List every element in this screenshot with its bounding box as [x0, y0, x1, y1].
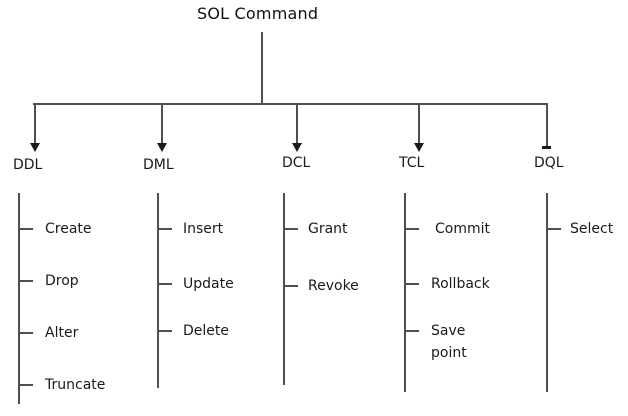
- tree-item-drop: Drop: [45, 273, 79, 289]
- item-tick: [19, 384, 33, 386]
- branch-bus-line: [33, 103, 548, 105]
- item-tick: [547, 228, 561, 230]
- tree-item-create: Create: [45, 221, 92, 237]
- branch-label-tcl: TCL: [399, 155, 425, 171]
- branch-stub-line-dql: [546, 105, 548, 147]
- item-tick: [19, 280, 33, 282]
- arrow-down-icon: [292, 143, 302, 152]
- list-line-ddl: [18, 193, 20, 404]
- tree-item-insert: Insert: [183, 221, 224, 237]
- item-tick: [405, 330, 419, 332]
- tree-item-alter: Alter: [45, 325, 79, 341]
- tree-item-update: Update: [183, 276, 234, 292]
- item-tick: [158, 330, 172, 332]
- item-tick: [284, 228, 298, 230]
- item-tick: [158, 283, 172, 285]
- trunk-line: [261, 32, 263, 104]
- branch-stub-line-tcl: [418, 105, 420, 144]
- item-tick: [19, 332, 33, 334]
- item-tick: [405, 228, 419, 230]
- tree-item-grant: Grant: [308, 221, 348, 237]
- list-line-dcl: [283, 193, 285, 385]
- item-tick: [405, 283, 419, 285]
- item-tick: [284, 285, 298, 287]
- branch-label-ddl: DDL: [13, 157, 43, 173]
- branch-label-dql: DQL: [534, 155, 564, 171]
- branch-stub-line-ddl: [34, 105, 36, 144]
- tree-item-revoke: Revoke: [308, 278, 359, 294]
- list-line-dml: [157, 193, 159, 388]
- list-line-tcl: [404, 193, 406, 392]
- tree-item-truncate: Truncate: [45, 377, 106, 393]
- item-tick: [19, 228, 33, 230]
- branch-stub-line-dml: [161, 105, 163, 144]
- item-tick: [158, 228, 172, 230]
- diagram-title: SOL Command: [197, 4, 319, 23]
- tree-item-save-point: Save point: [431, 323, 467, 361]
- branch-label-dml: DML: [143, 157, 174, 173]
- arrow-down-icon: [414, 143, 424, 152]
- tree-item-select: Select: [570, 221, 614, 237]
- tree-item-delete: Delete: [183, 323, 229, 339]
- arrow-down-icon: [157, 143, 167, 152]
- branch-label-dcl: DCL: [282, 155, 311, 171]
- arrow-flat-cap-icon: [542, 146, 551, 149]
- tree-item-commit: Commit: [435, 221, 490, 237]
- list-line-dql: [546, 193, 548, 392]
- arrow-down-icon: [30, 143, 40, 152]
- branch-stub-line-dcl: [296, 105, 298, 144]
- tree-item-rollback: Rollback: [431, 276, 490, 292]
